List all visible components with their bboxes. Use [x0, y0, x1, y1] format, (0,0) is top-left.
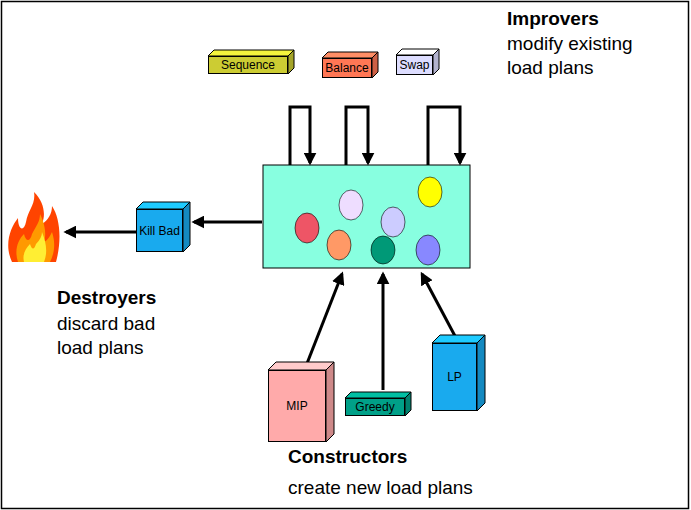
- block-top: [268, 362, 334, 370]
- pool-box: [263, 165, 470, 268]
- plan-dot: [295, 213, 319, 243]
- loop-arrow: [346, 107, 368, 165]
- process-block: Kill Bad: [136, 209, 183, 252]
- process-block: Greedy: [345, 398, 405, 416]
- plan-dot: [327, 230, 351, 260]
- plan-dot: [416, 235, 440, 265]
- block-label: Greedy: [355, 400, 394, 414]
- block-top: [345, 392, 411, 398]
- arrow: [66, 231, 136, 234]
- group-heading: Constructors: [288, 445, 488, 469]
- plan-dot: [339, 190, 363, 220]
- group-heading: Improvers: [507, 7, 677, 31]
- block-side: [405, 392, 411, 416]
- block-top: [208, 50, 294, 56]
- group-heading: Destroyers: [57, 286, 237, 310]
- load-plans: [295, 177, 442, 265]
- block-label: LP: [447, 370, 462, 384]
- arrow: [382, 274, 385, 390]
- block-side: [372, 52, 378, 78]
- group-note: discard bad load plans: [57, 312, 182, 360]
- block-top: [396, 49, 439, 55]
- plan-dot: [381, 207, 405, 237]
- process-block: Swap: [396, 55, 433, 75]
- fire-icon: [8, 192, 59, 262]
- process-block: LP: [432, 343, 477, 411]
- plan-dot: [418, 177, 442, 207]
- block-side: [326, 362, 334, 442]
- process-block: MIP: [268, 370, 326, 442]
- block-top: [432, 335, 485, 343]
- loop-arrow: [428, 107, 460, 165]
- group-note: create new load plans: [288, 476, 588, 500]
- arrow: [422, 274, 455, 336]
- block-top: [136, 202, 190, 209]
- loop-arrow: [290, 107, 310, 165]
- block-side: [183, 202, 190, 252]
- process-block: Sequence: [208, 56, 288, 74]
- plan-dot: [371, 236, 395, 264]
- block-label: Kill Bad: [139, 224, 180, 238]
- arrow: [306, 274, 342, 366]
- block-label: Sequence: [221, 58, 275, 72]
- block-label: Balance: [325, 61, 368, 75]
- block-side: [477, 335, 485, 411]
- improve-loops: [290, 107, 460, 165]
- block-label: Swap: [399, 58, 429, 72]
- block-side: [433, 49, 439, 75]
- arrow: [194, 221, 262, 224]
- block-label: MIP: [286, 399, 307, 413]
- group-note: modify existing load plans: [507, 32, 657, 80]
- process-block: Balance: [322, 58, 372, 78]
- block-side: [288, 50, 294, 74]
- block-top: [322, 52, 378, 58]
